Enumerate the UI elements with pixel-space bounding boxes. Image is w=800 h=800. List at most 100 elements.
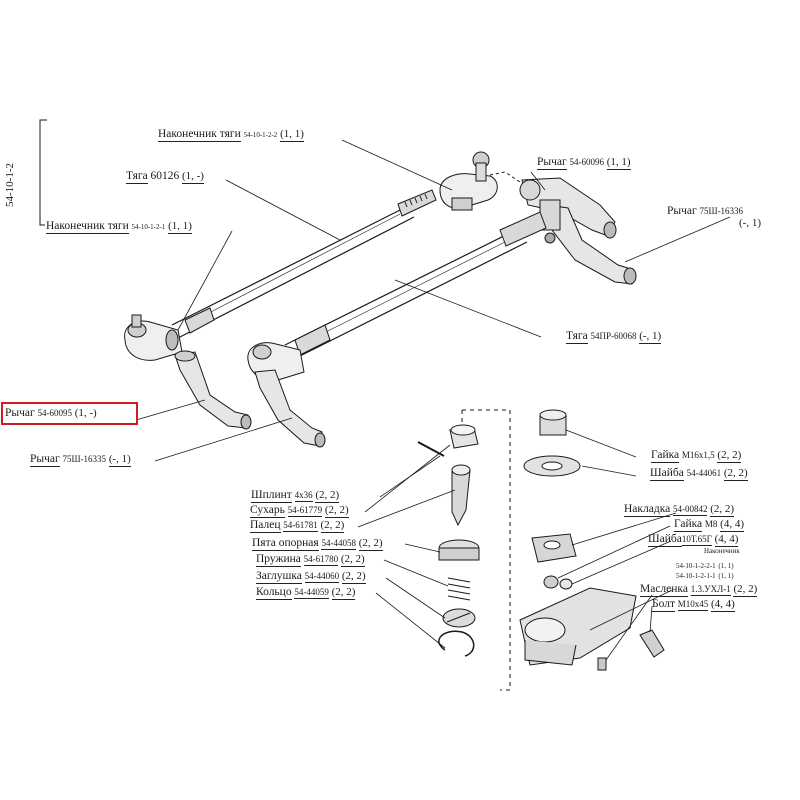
label-qty: (2, 2) <box>341 570 366 584</box>
nakonechnik-small-title: Наконечник <box>704 547 740 555</box>
section-code: 54-10-1-2 <box>4 163 16 207</box>
nakonechnik-small-row-2: 54-10-1-2-1-1 (1, 1) <box>676 569 734 582</box>
label-gaika-m8: Гайка М8 (4, 4) <box>674 518 744 532</box>
label-koltso: Кольцо 54-44059 (2, 2) <box>256 586 356 600</box>
lever-75sh-16336 <box>539 199 637 285</box>
label-name: Палец <box>250 519 281 533</box>
label-code: 54-10-1-2-1 <box>131 223 166 231</box>
label-code: 1.3.УХЛ-1 <box>690 584 731 596</box>
label-maslenka: Масленка 1.3.УХЛ-1 (2, 2) <box>640 583 758 597</box>
label-code: М10х45 <box>677 599 709 611</box>
label-qty: (2, 2) <box>717 449 742 463</box>
lever-75sh-16335 <box>247 342 326 448</box>
highlight-box <box>1 402 138 425</box>
label-qty: (2, 2) <box>340 553 365 567</box>
label-qty: (2, 2) <box>733 583 758 597</box>
label-name: Тяга <box>566 330 588 344</box>
label-name: Кольцо <box>256 586 292 600</box>
label-tyaga-54pr-60068: Тяга 54ПР-60068 (-, 1) <box>566 330 662 344</box>
label-code: 54-44060 <box>304 571 340 583</box>
label-code: 54-44058 <box>321 538 356 550</box>
label-qty: (1, 1) <box>280 128 304 142</box>
label-qty: (1, -) <box>181 170 204 184</box>
label-code: 54ПР-60068 <box>590 331 637 341</box>
row-qty: (1, 1) <box>718 572 734 580</box>
label-rychag-54-60095[interactable]: Рычаг 54-60095 (1, -) <box>5 407 97 419</box>
label-code: М16х1,5 <box>681 450 715 460</box>
label-code: 10Т.65Г <box>681 534 712 546</box>
label-shayba-54-44061: Шайба 54-44061 (2, 2) <box>650 467 748 481</box>
label-name: Болт <box>652 598 675 612</box>
label-name: Масленка <box>640 583 688 597</box>
label-qty: (4, 4) <box>720 518 744 532</box>
label-code: 54-44059 <box>294 587 329 599</box>
label-name: Рычаг <box>537 156 567 170</box>
tie-rod-54pr-60068 <box>284 211 547 361</box>
tie-rod-60126 <box>171 189 437 339</box>
label-nakladka: Накладка 54-00842 (2, 2) <box>624 503 735 517</box>
label-rychag-75sh-16336: Рычаг 75Ш-16336 (-, 1) <box>667 205 761 229</box>
lever-54-60096 <box>519 177 617 239</box>
label-name: Рычаг <box>30 453 60 467</box>
section-bracket <box>39 119 47 226</box>
label-zaglushka: Заглушка 54-44060 (2, 2) <box>256 570 366 584</box>
label-nakonechnik-tyagi-left: Наконечник тяги 54-10-1-2-1 (1, 1) <box>46 220 192 234</box>
label-name: Пята опорная <box>252 537 319 551</box>
label-code: 54-60096 <box>569 157 604 167</box>
label-qty: (-, 1) <box>108 453 131 467</box>
label-qty: (4, 4) <box>714 533 739 547</box>
label-name: Заглушка <box>256 570 302 584</box>
label-name: Сухарь <box>250 504 285 518</box>
label-code: 54-61781 <box>283 520 318 532</box>
label-qty: (2, 2) <box>358 537 383 551</box>
label-code: 54-61779 <box>287 505 323 517</box>
tie-rod-end-top <box>439 151 521 211</box>
nakonechnik-small-row-1: 54-10-1-2-2-1 (1, 1) <box>676 559 734 572</box>
label-gaika-m16: Гайка М16х1,5 (2, 2) <box>651 449 742 463</box>
label-nakonechnik-tyagi-top: Наконечник тяги 54-10-1-2-2 (1, 1) <box>158 128 304 142</box>
label-name: Наконечник тяги <box>158 128 241 142</box>
label-name: Шайба <box>648 533 682 547</box>
label-qty: (1, -) <box>74 407 97 419</box>
label-qty: (2, 2) <box>315 489 340 503</box>
label-sukhar: Сухарь 54-61779 (2, 2) <box>250 504 349 518</box>
label-palets: Палец 54-61781 (2, 2) <box>250 519 345 533</box>
label-shplint: Шплинт 4х36 (2, 2) <box>251 489 340 503</box>
label-rychag-54-60096: Рычаг 54-60096 (1, 1) <box>537 156 631 170</box>
label-name: Рычаг <box>667 205 697 217</box>
tie-rod-end-left <box>124 314 183 361</box>
row-code: 54-10-1-2-2-1 <box>676 562 716 570</box>
label-code: 75Ш-16336 <box>699 206 744 216</box>
label-name: Шайба <box>650 467 684 481</box>
label-qty: (2, 2) <box>710 503 735 517</box>
label-code: 54-10-1-2-2 <box>243 131 278 139</box>
label-shayba-10t: Шайба10Т.65Г (4, 4) <box>648 533 739 547</box>
label-code: 4х36 <box>294 490 313 502</box>
label-name: Гайка <box>674 518 703 532</box>
leader-lines <box>135 139 731 661</box>
label-tyaga-60126: Тяга 60126 (1, -) <box>126 170 204 184</box>
label-qty: (2, 2) <box>331 586 356 600</box>
label-code: 54-60095 <box>37 408 72 418</box>
label-pruzhina: Пружина 54-61780 (2, 2) <box>256 553 365 567</box>
label-qty: (2, 2) <box>324 504 349 518</box>
label-name: Рычаг <box>5 407 35 419</box>
lever-54-60095 <box>174 350 252 430</box>
label-qty: (2, 2) <box>723 467 748 481</box>
label-name: Накладка <box>624 503 671 517</box>
label-code: 54-44061 <box>686 468 722 478</box>
label-name: Тяга <box>126 170 148 184</box>
label-name: Наконечник тяги <box>46 220 129 234</box>
label-code: 75Ш-16335 <box>62 454 107 464</box>
ball-joint-exploded <box>417 409 511 691</box>
label-qty: (2, 2) <box>320 519 345 533</box>
label-qty: (-, 1) <box>639 330 662 344</box>
label-pyata-opornaya: Пята опорная 54-44058 (2, 2) <box>252 537 383 551</box>
label-code: М8 <box>704 519 718 529</box>
label-qty: (-, 1) <box>739 217 761 229</box>
label-code: 54-00842 <box>672 504 708 516</box>
label-bolt: Болт М10х45 (4, 4) <box>652 598 735 612</box>
label-rychag-75sh-16335: Рычаг 75Ш-16335 (-, 1) <box>30 453 131 467</box>
